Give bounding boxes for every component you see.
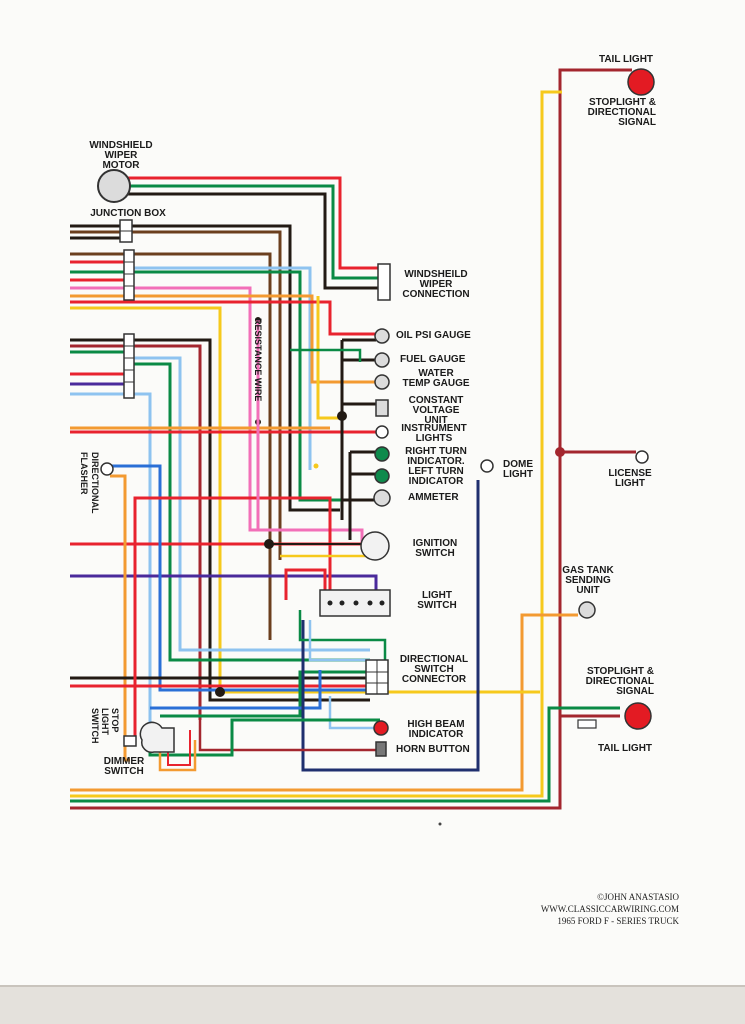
label-license-light: LICENSE LIGHT — [608, 468, 652, 489]
wire-red-main — [70, 300, 376, 336]
wire-yellow-cvu — [316, 296, 340, 420]
label-tail-light-bottom: TAIL LIGHT — [597, 743, 653, 754]
label-dome-light: DOME LIGHT — [503, 459, 533, 480]
label-instrument-lights: INSTRUMENT LIGHTS — [401, 423, 467, 444]
wire-yellow-rear — [70, 90, 562, 798]
dimmer-switch-symbol — [139, 721, 175, 754]
label-stoplight-bottom: STOPLIGHT & DIRECTIONAL SIGNAL — [585, 666, 654, 697]
directional-flasher-symbol — [100, 462, 114, 476]
instrument-lights-symbol — [375, 425, 389, 439]
label-ammeter: AMMETER — [408, 492, 459, 503]
ignition-switch-symbol — [360, 531, 390, 561]
wire-green-gauge — [290, 348, 362, 362]
wire-green-switch — [298, 610, 387, 668]
label-junction-box: JUNCTION BOX — [90, 208, 166, 219]
wire-green-rear — [70, 706, 620, 803]
label-stoplight-top: STOPLIGHT & DIRECTIONAL SIGNAL — [587, 97, 656, 128]
wire-orange-rear — [70, 613, 578, 792]
splice-dot — [215, 687, 225, 697]
gas-tank-sending-unit-symbol — [578, 601, 596, 619]
cvu-symbol — [375, 399, 389, 417]
label-high-beam: HIGH BEAM INDICATOR — [407, 719, 465, 740]
wiper-connection-symbol — [377, 263, 391, 301]
label-wiper-motor: WINDSHIELD WIPER MOTOR — [89, 140, 153, 171]
label-dir-switch-connector: DIRECTIONAL SWITCH CONNECTOR — [399, 654, 469, 685]
wire-red-stop — [133, 496, 332, 740]
wire-green-wiper — [118, 184, 380, 280]
wire-black-1 — [70, 224, 340, 512]
wire-green-bottom — [160, 670, 370, 718]
tail-light-top-symbol — [627, 68, 655, 96]
tail-light-bottom-symbol — [624, 702, 652, 730]
wire-black-wiper — [118, 192, 380, 290]
junction-connector-2 — [123, 249, 135, 301]
label-resistance-wire: RESISTANCE WIRE — [253, 318, 263, 402]
oil-gauge-symbol — [374, 328, 390, 344]
wire-lightblue-switch — [308, 620, 370, 662]
label-stop-light-switch: STOP LIGHT SWITCH — [90, 708, 120, 744]
wire-lightblue-3b — [70, 392, 152, 740]
label-oil-gauge: OIL PSI GAUGE — [396, 330, 471, 341]
wire-navy-dome — [301, 480, 480, 772]
water-temp-symbol — [374, 374, 390, 390]
wire-blue-bottom — [150, 670, 322, 710]
wire-darkred-rear — [70, 68, 632, 810]
stray-dot — [438, 822, 442, 826]
horn-button-symbol — [375, 741, 387, 757]
wire-red-wiper — [118, 176, 380, 270]
label-ignition-switch: IGNITION SWITCH — [412, 538, 458, 559]
stop-light-switch-symbol — [123, 735, 137, 747]
wire-green-2 — [70, 270, 345, 502]
wire-lightblue-2 — [130, 266, 312, 470]
wire-orange-flasher — [110, 474, 130, 762]
splice-dot — [555, 447, 565, 457]
label-wiper-connection: WINDSHEILD WIPER CONNECTION — [402, 269, 470, 300]
wire-orange-dimmer — [158, 740, 197, 772]
credit-vehicle: 1965 FORD F - SERIES TRUCK — [557, 916, 679, 926]
wire-brown-2 — [70, 252, 272, 640]
label-water-temp: WATER TEMP GAUGE — [402, 368, 470, 389]
wire-darkred-horn — [198, 720, 376, 752]
label-horn-button: HORN BUTTON — [396, 744, 470, 755]
right-turn-indicator-symbol — [374, 446, 390, 462]
credit-author: ©JOHN ANASTASIO — [597, 892, 679, 902]
wire-blue-flasher — [110, 464, 380, 692]
ammeter-symbol — [373, 489, 391, 507]
wire-black-indicators — [348, 450, 376, 540]
wiper-motor-symbol — [97, 169, 131, 203]
wire-black-3 — [70, 338, 370, 702]
wire-pink-main — [70, 286, 364, 548]
label-gas-tank: GAS TANK SENDING UNIT — [562, 565, 614, 596]
dome-light-symbol — [480, 459, 494, 473]
splice-dot — [264, 539, 274, 549]
wire-lightblue-3 — [130, 356, 370, 652]
high-beam-indicator-symbol — [373, 720, 389, 736]
left-turn-indicator-symbol — [374, 468, 390, 484]
tail-light-bottom-resistor — [577, 719, 597, 729]
label-cvu: CONSTANT VOLTAGE UNIT — [408, 395, 464, 426]
label-directional-flasher: DIRECTIONAL FLASHER — [79, 452, 100, 514]
wire-brown-1 — [70, 230, 282, 560]
wire-green-3b — [130, 362, 370, 662]
label-left-turn: LEFT TURN INDICATOR — [408, 466, 464, 487]
fuel-gauge-symbol — [374, 352, 390, 368]
label-fuel-gauge: FUEL GAUGE — [400, 354, 466, 365]
wire-black-gauges — [340, 338, 376, 520]
label-right-turn: RIGHT TURN INDICATOR. — [405, 446, 467, 467]
wire-darkred-3 — [70, 344, 202, 720]
junction-connector-3 — [123, 333, 135, 399]
label-light-switch: LIGHT SWITCH — [417, 590, 457, 611]
paper-edge — [0, 985, 745, 1024]
label-tail-light-top: TAIL LIGHT — [598, 54, 654, 65]
license-light-symbol — [635, 450, 649, 464]
wire-orange-main — [70, 294, 376, 384]
wire-red-light-switch — [284, 568, 327, 604]
credit-website: WWW.CLASSICCARWIRING.COM — [540, 904, 679, 914]
stray-dot — [313, 463, 319, 469]
label-dimmer-switch: DIMMER SWITCH — [103, 756, 145, 777]
wire-lightblue-highbeam — [328, 696, 376, 730]
splice-dot — [337, 411, 347, 421]
